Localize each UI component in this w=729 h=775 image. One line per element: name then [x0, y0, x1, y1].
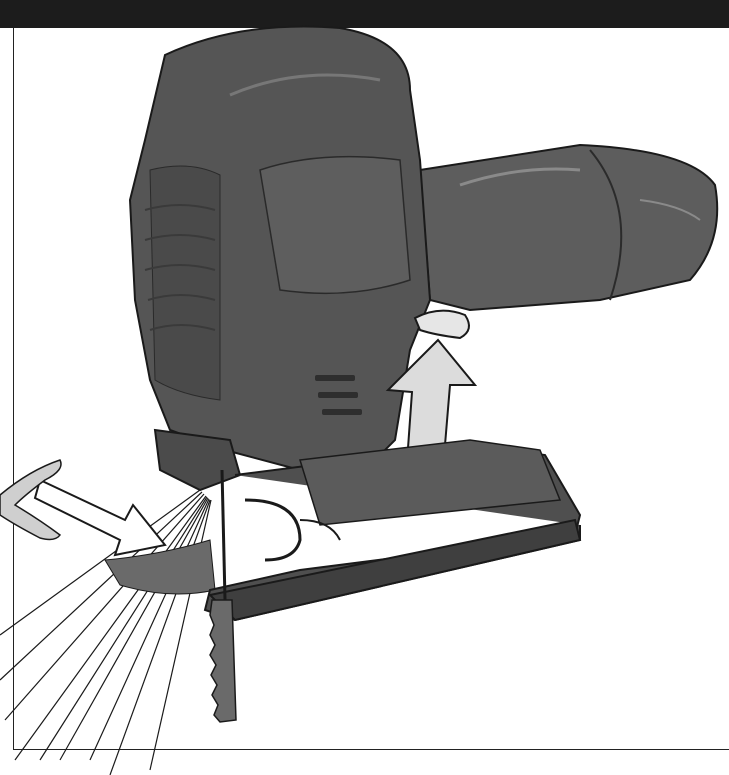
- cut-shadow: [104, 539, 216, 595]
- light-ray-icon: [0, 489, 201, 636]
- battery-pack: [418, 143, 719, 312]
- light-ray-icon: [14, 495, 207, 761]
- light-ray-icon: [0, 491, 203, 681]
- light-ray-icon: [89, 498, 210, 761]
- light-ray-icon: [4, 493, 205, 721]
- light-rays: [0, 489, 212, 775]
- light-ray-icon: [59, 497, 209, 761]
- trigger-button: [413, 309, 470, 340]
- pointer-arrow-icon: [33, 478, 167, 557]
- blade-clamp: [153, 428, 242, 492]
- jigsaw-blade: [209, 599, 237, 723]
- header-bar: [0, 0, 729, 28]
- light-ray-icon: [39, 496, 208, 761]
- figure-frame: [13, 28, 729, 750]
- hand-outline: [0, 459, 62, 541]
